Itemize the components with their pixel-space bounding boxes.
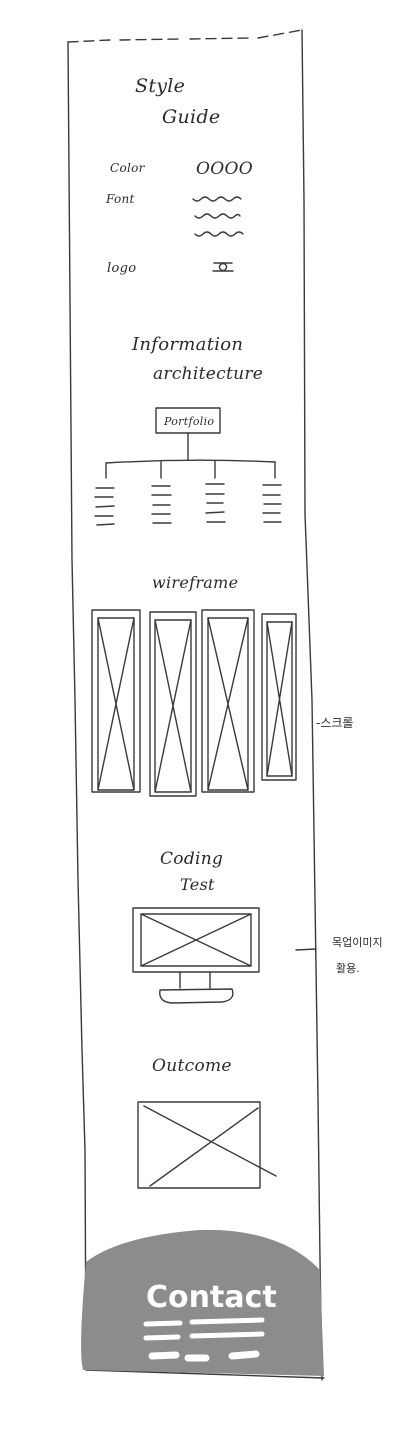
coding-test-section: Coding Test 목업이미지 활용.	[132, 849, 383, 1004]
coding-test-note-pointer	[295, 948, 317, 951]
information-architecture-section: Information architecture Portfolio	[94, 334, 282, 526]
color-swatches: OOOO	[196, 159, 253, 179]
wireframe-screen-1	[91, 609, 141, 793]
wireframe-screen-3	[201, 609, 255, 793]
contact-section: Contact	[81, 1229, 324, 1376]
wireframe-screen-2	[149, 611, 197, 797]
coding-test-note-line1: 목업이미지	[332, 936, 383, 949]
font-sample-scribble-3	[194, 231, 244, 237]
ia-root-node-label: Portfolio	[163, 415, 214, 428]
ia-tree-lines	[105, 432, 276, 479]
font-sample-scribble-1	[192, 196, 242, 202]
contact-info-lines	[143, 1317, 265, 1362]
contact-background	[81, 1229, 324, 1376]
ia-child-node-1	[94, 487, 115, 526]
wireframe-section: wireframe -스크롤	[91, 573, 353, 797]
coding-test-title-line1: Coding	[160, 849, 223, 869]
font-label: Font	[105, 192, 135, 206]
style-guide-title-line1: Style	[135, 75, 185, 97]
style-guide-section: Style Guide Color OOOO Font logo	[105, 75, 253, 276]
logo-label: logo	[107, 261, 136, 276]
ia-title-line1: Information	[131, 334, 243, 355]
ia-child-node-2	[151, 485, 172, 524]
ia-child-node-4	[262, 484, 282, 523]
logo-sample-icon	[212, 262, 234, 272]
ia-child-node-3	[205, 483, 226, 523]
outcome-image-placeholder	[137, 1101, 277, 1189]
color-label: Color	[110, 161, 146, 175]
outcome-section: Outcome	[137, 1056, 277, 1189]
font-sample-scribble-2	[194, 213, 241, 219]
outcome-title: Outcome	[152, 1056, 232, 1076]
style-guide-title-line2: Guide	[162, 106, 220, 128]
wireframe-screen-4	[261, 613, 297, 781]
wireframe-title: wireframe	[152, 573, 238, 592]
wireframe-scroll-note: -스크롤	[316, 716, 353, 730]
contact-title: Contact	[146, 1280, 277, 1315]
ia-title-line2: architecture	[153, 364, 263, 384]
page-frame	[67, 29, 325, 1381]
coding-test-note-line2: 활용.	[336, 961, 360, 975]
monitor-mockup-icon	[132, 907, 260, 1004]
coding-test-title-line2: Test	[180, 875, 215, 894]
